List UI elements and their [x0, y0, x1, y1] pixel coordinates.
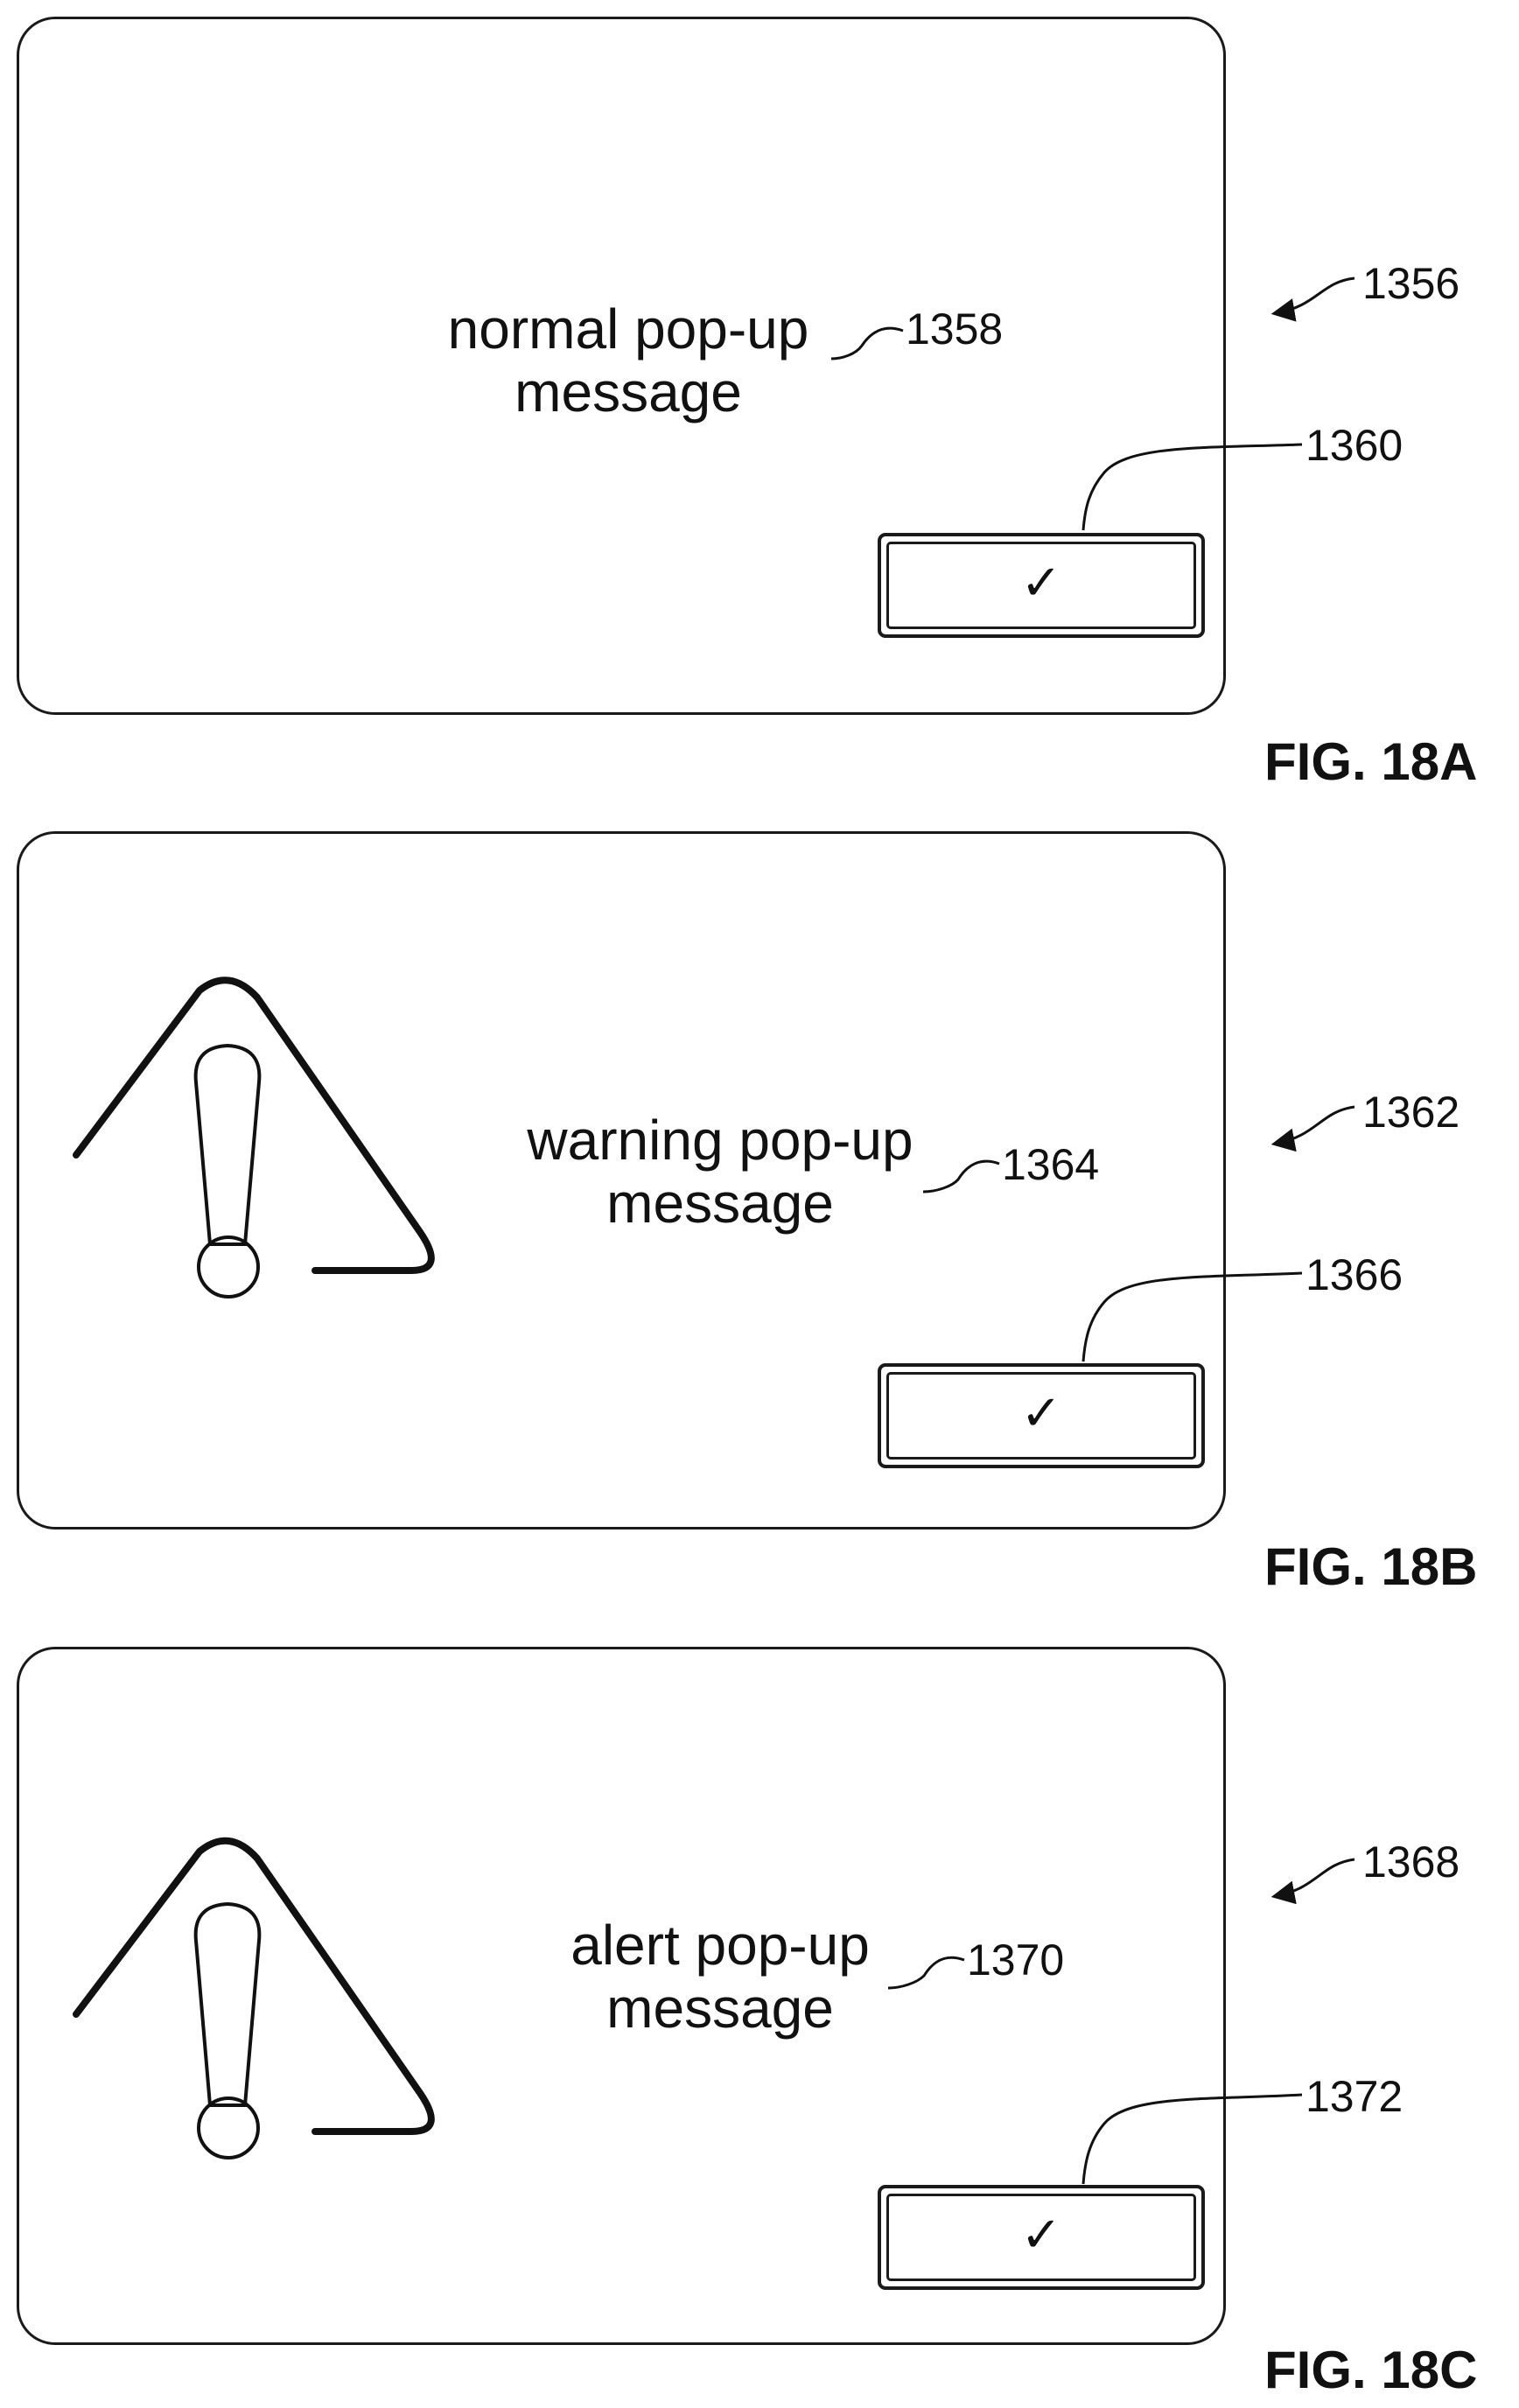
dialog-ref-arrow	[1276, 278, 1354, 313]
exclamation-mark-icon	[196, 1046, 260, 1297]
fig18a-annotations	[831, 278, 1354, 530]
dialog-ref-arrow	[1276, 1107, 1354, 1144]
button-ref-leader	[1083, 444, 1302, 530]
exclamation-mark-icon	[196, 1904, 260, 2158]
message-ref-leader	[831, 328, 903, 359]
message-ref-leader	[923, 1161, 999, 1192]
button-ref-leader	[1083, 1273, 1302, 1362]
message-ref-leader	[888, 1957, 964, 1988]
button-ref-leader	[1083, 2095, 1302, 2184]
fig18b-annotations	[923, 1107, 1354, 1362]
dialog-ref-arrow	[1276, 1859, 1354, 1896]
fig18c-annotations	[888, 1859, 1354, 2184]
